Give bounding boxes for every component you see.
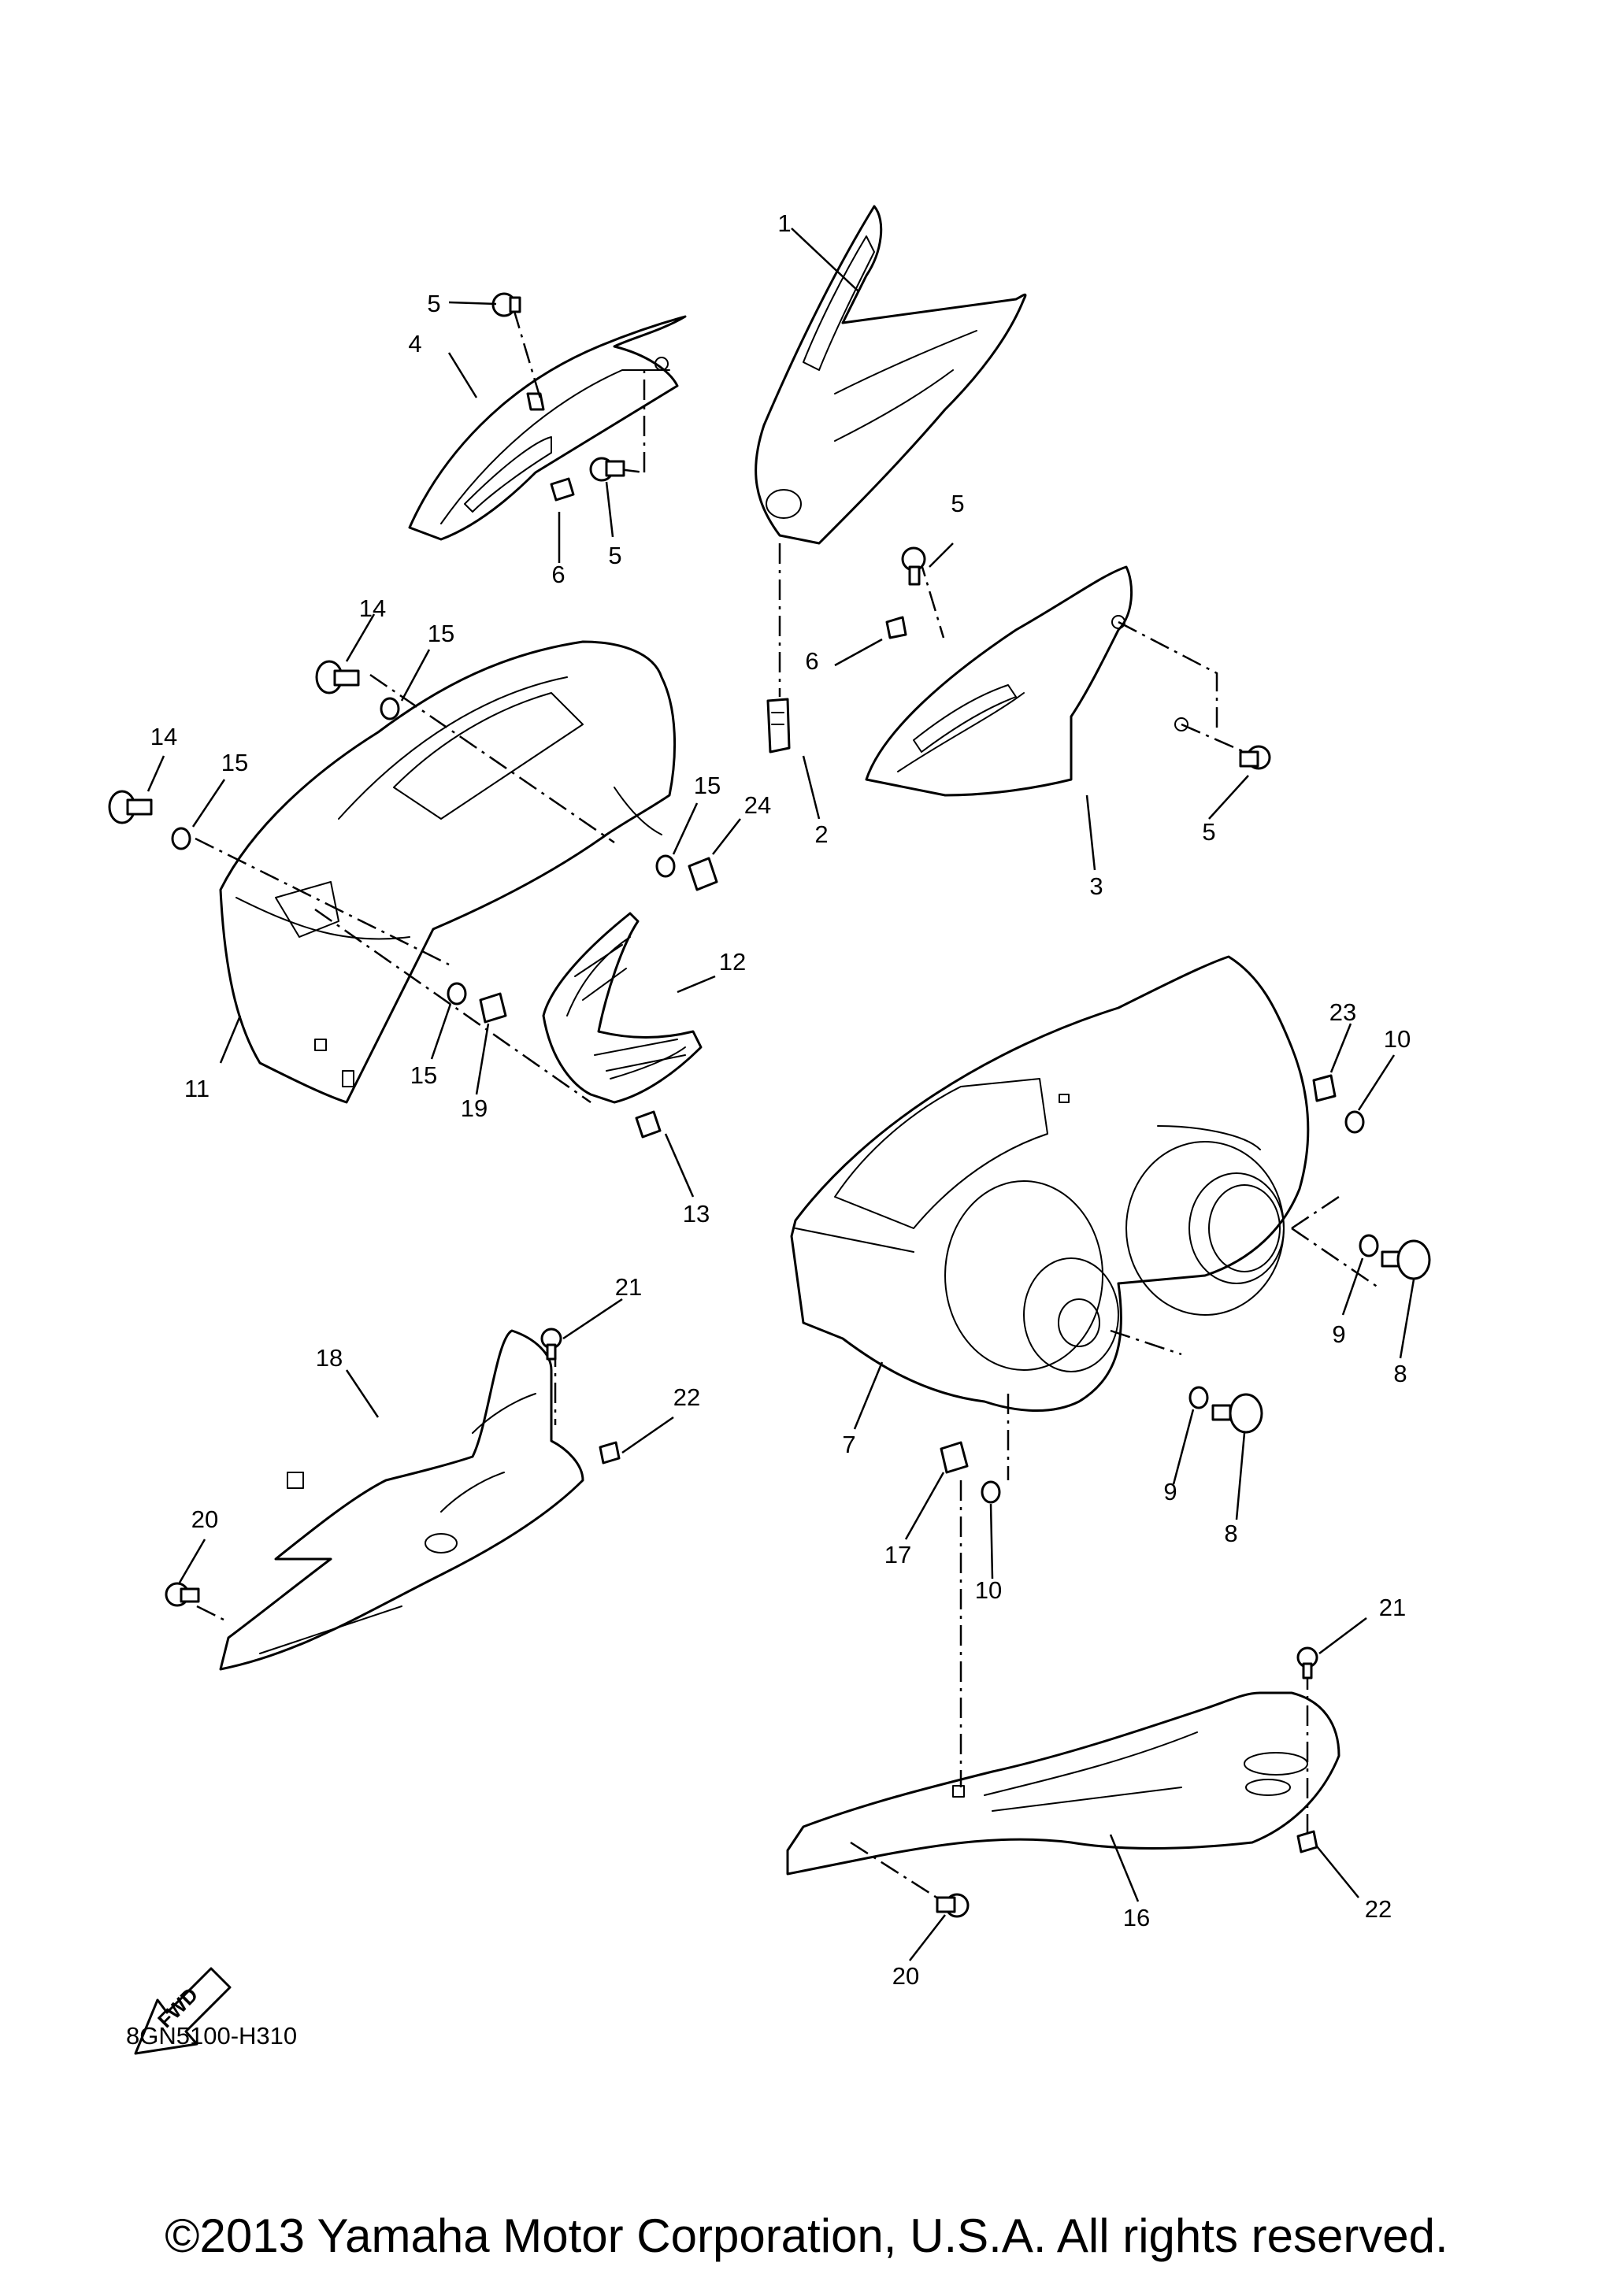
callout-7: 7 <box>842 1431 855 1458</box>
part-3-side-panel-right <box>865 565 1188 797</box>
callout-21-a: 21 <box>615 1273 642 1301</box>
callout-20-b: 20 <box>892 1962 919 1990</box>
part-1-front-cowl <box>755 205 1027 545</box>
callout-9-a: 9 <box>1332 1320 1345 1348</box>
washer-9-b <box>1188 1386 1209 1409</box>
callout-15-c: 15 <box>694 772 721 799</box>
callout-24: 24 <box>744 791 771 819</box>
diagram-code: 8GN5100-H310 <box>126 2022 298 2050</box>
callout-6-b: 6 <box>805 647 818 675</box>
callout-16: 16 <box>1123 1904 1150 1931</box>
nut-22-a <box>599 1441 621 1465</box>
callout-18: 18 <box>316 1344 343 1372</box>
callout-1: 1 <box>777 209 791 237</box>
callout-20-a: 20 <box>191 1505 218 1533</box>
screw-5-a <box>491 292 521 317</box>
washer-10-a <box>1344 1110 1365 1134</box>
screw-5-b <box>589 457 625 482</box>
nut-22-b <box>1296 1830 1318 1853</box>
callout-2: 2 <box>814 820 828 848</box>
callout-12: 12 <box>719 948 746 976</box>
copyright-notice: ©2013 Yamaha Motor Corporation, U.S.A. A… <box>165 2209 1448 2262</box>
callout-5-d: 5 <box>1202 818 1215 846</box>
clip-24 <box>688 857 718 891</box>
callout-15-a: 15 <box>428 620 454 647</box>
part-2-bracket <box>766 698 791 754</box>
clip-6-a <box>550 477 575 502</box>
callout-labels: 1 2 3 4 5 5 5 5 6 6 7 8 8 9 9 10 10 11 1… <box>150 209 1411 1990</box>
bolt-14-b <box>108 790 153 824</box>
leader-lines <box>146 228 1415 1961</box>
callout-9-b: 9 <box>1163 1478 1177 1505</box>
clip-17 <box>940 1441 969 1474</box>
part-7-side-cover <box>790 955 1310 1413</box>
callout-22-a: 22 <box>673 1383 700 1411</box>
clip-6-b <box>885 616 907 639</box>
callout-15-b: 15 <box>221 749 248 776</box>
part-12-grille <box>542 912 703 1104</box>
bolt-14-a <box>315 660 360 694</box>
clip-19 <box>479 992 507 1024</box>
callout-13: 13 <box>683 1200 710 1228</box>
callout-14-a: 14 <box>359 594 386 622</box>
washer-15-a <box>380 697 400 720</box>
washer-10-b <box>981 1480 1001 1504</box>
washer-9-a <box>1359 1234 1379 1257</box>
clip-13 <box>635 1110 662 1139</box>
callout-15-d: 15 <box>410 1061 437 1089</box>
washer-15-c <box>655 854 676 878</box>
part-11-main-shroud <box>219 640 677 1104</box>
washer-15-d <box>447 982 467 1005</box>
bolt-20-a <box>165 1582 200 1607</box>
callout-10-b: 10 <box>975 1576 1002 1604</box>
callout-5-b: 5 <box>608 542 621 569</box>
part-16-lower-cover <box>786 1691 1340 1876</box>
callout-3: 3 <box>1089 872 1103 900</box>
callout-19: 19 <box>461 1094 488 1122</box>
callout-17: 17 <box>884 1541 911 1568</box>
callout-6-a: 6 <box>551 561 565 588</box>
screw-5-c <box>901 546 926 586</box>
bolt-8-b <box>1211 1393 1263 1434</box>
callout-11: 11 <box>184 1075 210 1102</box>
callout-14-b: 14 <box>150 723 177 750</box>
clip-23 <box>1312 1074 1337 1102</box>
bolt-8-a <box>1381 1239 1431 1280</box>
washer-15-b <box>171 827 191 850</box>
callout-21-b: 21 <box>1379 1594 1406 1621</box>
callout-23: 23 <box>1329 998 1356 1026</box>
callout-5-c: 5 <box>951 490 964 517</box>
part-4-side-panel-left <box>408 315 687 541</box>
callout-22-b: 22 <box>1365 1895 1392 1923</box>
callout-10-a: 10 <box>1384 1025 1411 1053</box>
callout-5-a: 5 <box>427 290 440 317</box>
callout-8-b: 8 <box>1224 1520 1237 1547</box>
screw-21-a <box>540 1328 562 1361</box>
screw-21-b <box>1296 1646 1318 1679</box>
bolt-20-b <box>936 1893 970 1918</box>
part-18-lower-cover <box>219 1329 584 1671</box>
callout-4: 4 <box>408 330 421 357</box>
callout-8-a: 8 <box>1393 1360 1407 1387</box>
screw-5-d <box>1239 745 1271 770</box>
